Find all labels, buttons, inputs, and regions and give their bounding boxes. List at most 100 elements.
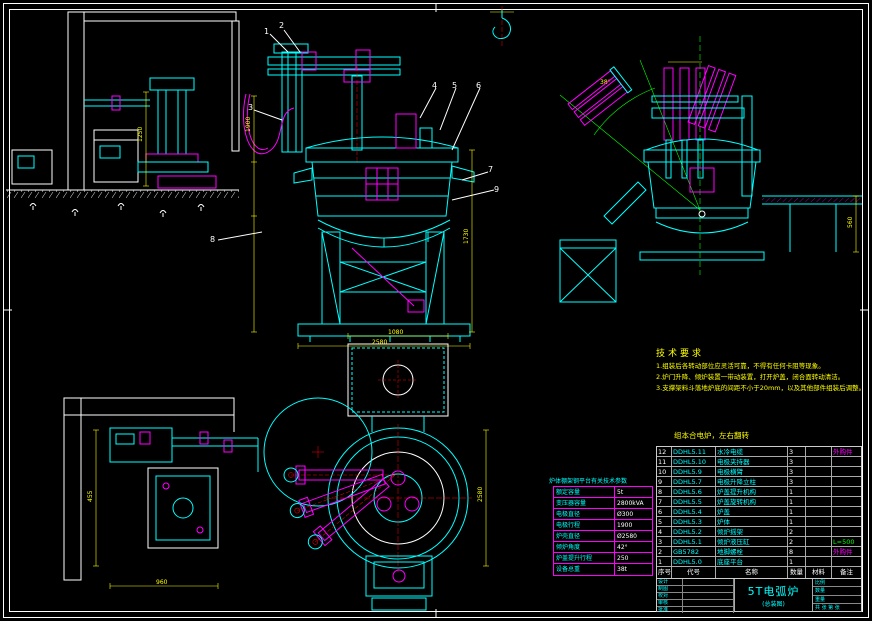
- param-value: Ø2580: [614, 531, 652, 541]
- bom-note: 外购件: [831, 447, 861, 456]
- view-plan-section: 455 960: [63, 397, 259, 589]
- bom-code: DDHL5.1: [671, 537, 715, 546]
- title-block-field: 重量: [813, 596, 861, 604]
- bom-no: 6: [658, 508, 663, 516]
- bom-name: 水冷电缆: [715, 447, 787, 456]
- item-balloon: 5: [452, 81, 457, 90]
- item-balloon: 3: [248, 103, 253, 112]
- bom-row: 11 DDHL5.10 电极夹持器 3: [657, 457, 861, 467]
- sign-label: 批准: [657, 607, 683, 613]
- bom-material: [805, 487, 831, 496]
- sign-value: [683, 600, 734, 606]
- bom-no: 2: [658, 548, 663, 556]
- param-label: 电极行程: [556, 522, 581, 529]
- item-balloon: 8: [210, 235, 215, 244]
- dim-label: 560: [847, 216, 854, 228]
- bom-material: [805, 447, 831, 456]
- bom-code: DDHL5.9: [671, 467, 715, 476]
- bom-material: [805, 537, 831, 546]
- view-side-section: 1250: [6, 11, 240, 217]
- item-balloon: 1: [264, 27, 269, 36]
- bom-qty: 3: [787, 467, 805, 476]
- bom-row: 7 DDHL5.5 炉盖旋转机构 1: [657, 497, 861, 507]
- bom-qty: 1: [787, 557, 805, 566]
- title-block-field: 共 张 第 张: [815, 604, 840, 611]
- bom-qty: 3: [787, 477, 805, 486]
- title-block-product: 5T电弧炉 (总装图): [735, 579, 813, 611]
- bom-note: [831, 517, 861, 526]
- bom-name: 电极横臂: [715, 467, 787, 476]
- param-label: 倾炉角度: [556, 544, 581, 551]
- bom-name: 倾炉液压缸: [715, 537, 787, 546]
- bom-code: DDHL5.2: [671, 527, 715, 536]
- bom-qty: 1: [787, 517, 805, 526]
- bom-row: 6 DDHL5.4 炉盖 1: [657, 507, 861, 517]
- param-value: Ø300: [614, 509, 652, 519]
- bom-header-no: 序号: [658, 568, 671, 576]
- bom-no: 3: [658, 538, 663, 546]
- tech-note-item: 1.组装后各转动部位应灵活可靠，不得有任何卡阻等现象。: [656, 362, 825, 370]
- bom-no: 4: [658, 528, 663, 536]
- tech-note-item: 3.支撑架料斗落地炉底的间距不小于20mm，以及其他部件组装后调整。: [656, 384, 866, 392]
- param-label: 设备总重: [556, 566, 581, 573]
- bom-body: 12 DDHL5.11 水冷电缆 3 外购件 11 DDHL5.10 电极夹持器…: [657, 447, 861, 567]
- bom-material: [805, 467, 831, 476]
- bom-name: 炉体: [715, 517, 787, 526]
- bom-no: 7: [658, 498, 663, 506]
- param-row: 炉盖提升行程 250: [554, 553, 652, 564]
- title-block-sign-row: 设计: [657, 579, 734, 586]
- bom-row: 12 DDHL5.11 水冷电缆 3 外购件: [657, 447, 861, 457]
- sign-label: 校对: [657, 593, 683, 599]
- dim-label: 1730: [463, 229, 470, 244]
- dim-label: 1250: [137, 127, 144, 142]
- view-tilt-side: 38°: [559, 36, 862, 303]
- bom-no: 12: [658, 448, 667, 456]
- bom-qty: 3: [787, 447, 805, 456]
- dim-label: 38°: [600, 79, 611, 86]
- bom-note: [831, 477, 861, 486]
- bom-row: 4 DDHL5.2 倾炉摇架 2: [657, 527, 861, 537]
- bom-code: DDHL5.11: [671, 447, 715, 456]
- bom-code: DDHL5.3: [671, 517, 715, 526]
- bom-material: [805, 477, 831, 486]
- bom-note: [831, 497, 861, 506]
- bom-name: 电极升降立柱: [715, 477, 787, 486]
- bom-code: DDHL5.6: [671, 487, 715, 496]
- bom-no: 11: [658, 458, 667, 466]
- bom-code: DDHL5.7: [671, 477, 715, 486]
- bom-note: [831, 457, 861, 466]
- title-block-signatures: 设计 制图 校对 审核 批准: [657, 579, 735, 613]
- bom-code: DDHL5.5: [671, 497, 715, 506]
- bom-material: [805, 557, 831, 566]
- bom-no: 1: [658, 558, 663, 566]
- tech-note-item: 2.炉门升降、倾炉装置一带动装置，打开炉盖，闭合面转动清洁。: [656, 373, 845, 381]
- param-value: 42°: [614, 542, 652, 552]
- dim-label: 960: [156, 579, 168, 586]
- sheet-frame: [3, 3, 869, 618]
- dim-label: 2580: [372, 339, 387, 346]
- param-row: 电极行程 1900: [554, 520, 652, 531]
- bom-material: [805, 457, 831, 466]
- param-row: 倾炉角度 42°: [554, 542, 652, 553]
- view-front-elevation: 1900 1730 2580 1 2 3 4 5 6 7 8 9: [210, 21, 499, 349]
- bom-note: 外购件: [831, 547, 861, 556]
- param-label: 变压器容量: [556, 500, 587, 507]
- bom-note: [831, 507, 861, 516]
- bom-qty: 3: [787, 457, 805, 466]
- bom-material: [805, 517, 831, 526]
- title-block: 设计 制图 校对 审核 批准 5T电弧炉 (总装: [656, 578, 862, 613]
- item-balloon: 7: [488, 165, 493, 174]
- crane-hook: [490, 6, 514, 48]
- bom-no: 10: [658, 468, 667, 476]
- bom-note: [831, 527, 861, 536]
- tech-notes: 技术要求 1.组装后各转动部位应灵活可靠，不得有任何卡阻等现象。2.炉门升降、倾…: [656, 346, 868, 395]
- bom-code: DDHL5.0: [671, 557, 715, 566]
- param-value: 250: [614, 553, 652, 563]
- sign-value: [683, 579, 734, 585]
- bom-name: 炉盖旋转机构: [715, 497, 787, 506]
- param-table-title: 炉体棚架钢平台有关技术参数: [549, 478, 628, 485]
- assembly-note: 组本合电炉，左右翻转: [674, 431, 749, 440]
- bom-name: 倾炉摇架: [715, 527, 787, 536]
- bom-name: 炉盖提升机构: [715, 487, 787, 496]
- item-balloon: 9: [494, 185, 499, 194]
